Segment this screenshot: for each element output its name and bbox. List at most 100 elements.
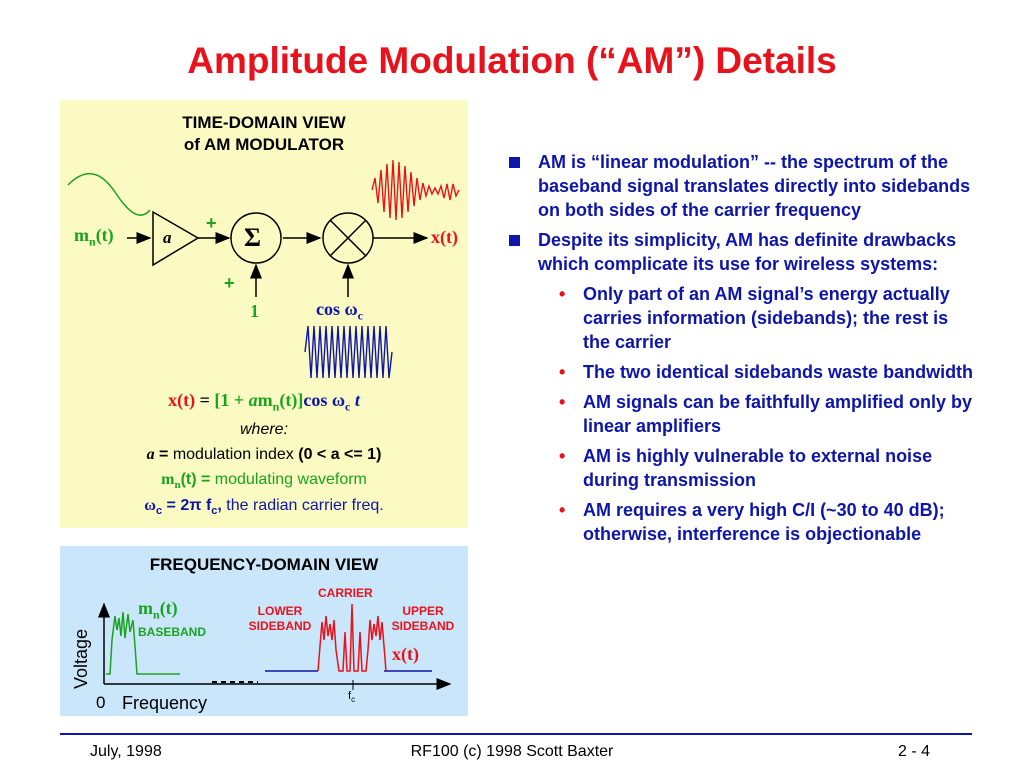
equation-where: where:: [239, 421, 289, 438]
def3-sub: c: [155, 505, 163, 518]
dot-bullet-icon: •: [559, 392, 566, 412]
dot-bullet-icon: •: [559, 446, 566, 466]
baseband-mn-label: mn(t): [138, 598, 178, 623]
am-spectrum: [317, 603, 387, 672]
upper-sideband-line1: UPPER: [402, 604, 444, 618]
def2-eq: (t) =: [180, 471, 215, 488]
fc-label-f: f: [348, 690, 352, 702]
upper-sideband-line2: SIDEBAND: [391, 619, 455, 633]
lower-sideband-line1: LOWER: [257, 604, 303, 618]
eq-rhs-c: m: [257, 390, 273, 410]
def2-text: modulating waveform: [214, 471, 367, 488]
def2-sub: n: [174, 479, 181, 492]
mn-label-m: m: [74, 225, 89, 245]
sub-bullet-item: • Only part of an AM signal’s energy act…: [505, 282, 975, 354]
frequency-domain-panel: [60, 546, 468, 716]
upper-sideband-label: UPPER SIDEBAND: [383, 604, 463, 634]
bullet-list: AM is “linear modulation” -- the spectru…: [505, 150, 975, 552]
lower-sideband-label: LOWER SIDEBAND: [240, 604, 320, 634]
def3-text: the radian carrier freq.: [221, 497, 384, 514]
carrier-label: CARRIER: [318, 586, 373, 600]
mn-label-sub: n: [89, 234, 96, 249]
plus-bottom-label: +: [224, 273, 235, 293]
definition-modulation-index: a = modulation index (0 < a <= 1): [60, 446, 468, 464]
sub-bullet-text: AM requires a very high C/I (~30 to 40 d…: [583, 500, 945, 544]
origin-label: 0: [96, 693, 106, 712]
footer-date: July, 1998: [90, 743, 162, 760]
x-axis-label: Frequency: [122, 693, 208, 713]
dot-bullet-icon: •: [559, 500, 566, 520]
footer-divider: [60, 733, 972, 735]
footer-page-number: 2 - 4: [898, 743, 931, 760]
dot-bullet-icon: •: [559, 362, 566, 382]
eq-lhs: x(t): [168, 390, 196, 410]
sigma-symbol: Σ: [244, 223, 261, 252]
fc-label: fc: [348, 690, 355, 704]
eq-rhs-b: a: [248, 390, 258, 410]
def1-text: modulation index: [172, 446, 299, 463]
eq-rhs-f: cos ω: [303, 390, 345, 410]
plus-top-label: +: [206, 213, 217, 233]
def1-eq: =: [154, 446, 173, 463]
baseband-waveform: [67, 172, 151, 216]
am-equation: x(t) = [1 + amn(t)]cos ωc t: [60, 390, 468, 415]
fd-mn-m: m: [138, 598, 153, 618]
def1-range: (0 < a <= 1): [298, 446, 382, 463]
bullet-item: AM is “linear modulation” -- the spectru…: [505, 150, 975, 222]
slide-title: Amplitude Modulation (“AM”) Details: [187, 40, 837, 81]
square-bullet-icon: [509, 157, 520, 168]
def3-eq: = 2π f: [162, 497, 212, 514]
def3-sub2: c: [211, 505, 218, 518]
def1-sym: a: [146, 446, 155, 463]
bullet-text: AM is “linear modulation” -- the spectru…: [538, 152, 971, 220]
spectrum-diagram: [98, 602, 452, 690]
sub-bullet-item: • AM signals can be faithfully amplified…: [505, 390, 975, 438]
sub-bullet-text: AM signals can be faithfully amplified o…: [583, 392, 973, 436]
footer-copyright: RF100 (c) 1998 Scott Baxter: [410, 743, 614, 760]
mn-label-suffix: (t): [95, 225, 114, 245]
am-modulator-diagram: [67, 159, 460, 379]
fd-mn-sub: n: [153, 607, 160, 622]
eq-rhs-a: [1 +: [214, 390, 249, 410]
definition-modulating-waveform: mn(t) = modulating waveform: [60, 471, 468, 491]
carrier-cos-label: cos ωc: [316, 299, 363, 324]
y-axis-label: Voltage: [71, 628, 91, 689]
frequency-domain-heading: FREQUENCY-DOMAIN VIEW: [149, 555, 379, 574]
bullet-item: Despite its simplicity, AM has definite …: [505, 228, 975, 276]
eq-rhs-g: c: [345, 399, 351, 414]
fc-label-sub: c: [351, 695, 356, 705]
sub-bullet-item: • AM requires a very high C/I (~30 to 40…: [505, 498, 975, 546]
eq-equals: =: [195, 390, 215, 410]
time-domain-heading-line2: of AM MODULATOR: [183, 135, 345, 154]
sub-bullet-text: AM is highly vulnerable to external nois…: [583, 446, 933, 490]
sub-bullet-item: • AM is highly vulnerable to external no…: [505, 444, 975, 492]
amplifier-gain-label: a: [163, 228, 172, 247]
summer-circle: [230, 212, 282, 264]
am-output-waveform: [371, 159, 460, 221]
dot-bullet-icon: •: [559, 284, 566, 304]
cos-label-text: cos ω: [316, 299, 358, 319]
sub-bullet-text: Only part of an AM signal’s energy actua…: [583, 284, 950, 352]
def2-sym: m: [161, 471, 175, 488]
eq-rhs-h: t: [350, 390, 360, 410]
eq-rhs-d: n: [272, 399, 280, 414]
lower-sideband-line2: SIDEBAND: [248, 619, 312, 633]
def3-sym: ω: [144, 497, 156, 514]
eq-rhs-e: (t)]: [279, 390, 304, 410]
time-domain-heading: TIME-DOMAIN VIEW of AM MODULATOR: [60, 112, 468, 156]
amplifier-triangle: [152, 210, 200, 267]
one-label: 1: [250, 301, 259, 321]
output-xt-label: x(t): [431, 227, 458, 247]
mn-input-label: mn(t): [74, 225, 114, 250]
sub-bullet-item: • The two identical sidebands waste band…: [505, 360, 975, 384]
spectrum-xt-label: x(t): [392, 644, 419, 664]
bullet-text: Despite its simplicity, AM has definite …: [538, 230, 957, 274]
baseband-label: BASEBAND: [138, 625, 207, 639]
square-bullet-icon: [509, 235, 520, 246]
definition-carrier-freq: ωc = 2π fc, the radian carrier freq.: [60, 497, 468, 517]
carrier-waveform: [304, 325, 393, 379]
fd-mn-suffix: (t): [159, 598, 178, 618]
time-domain-heading-line1: TIME-DOMAIN VIEW: [182, 113, 346, 132]
sub-bullet-text: The two identical sidebands waste bandwi…: [583, 362, 974, 382]
def3-comma: ,: [217, 497, 222, 514]
